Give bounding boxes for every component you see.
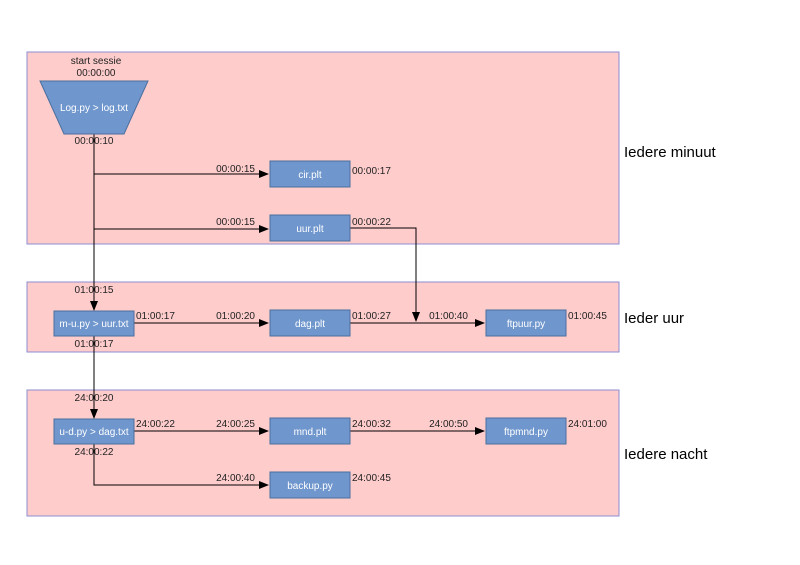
arrow-uur-to-ftpuur (350, 227, 420, 322)
time-dag-in: 01:00:20 (216, 311, 255, 322)
node-ftpmnd (485, 417, 567, 445)
node-log-label: Log.py > log.txt (60, 103, 128, 114)
node-ftpuur (485, 309, 567, 337)
time-ud-in: 24:00:20 (75, 393, 114, 404)
node-backup (269, 471, 351, 499)
node-ud-label: u-d.py > dag.txt (59, 427, 128, 438)
time-log-end: 00:00:10 (75, 136, 114, 147)
node-dag (269, 309, 351, 337)
time-ftpmnd-out: 24:01:00 (568, 419, 607, 430)
lane-label-night: Iedere nacht (624, 446, 708, 463)
time-ud-out-below: 24:00:22 (75, 447, 114, 458)
time-ud-out: 24:00:22 (136, 419, 175, 430)
node-uur (269, 214, 351, 242)
time-mnd-out: 24:00:32 (352, 419, 391, 430)
node-ftpuur-label: ftpuur.py (507, 319, 545, 330)
time-uur-in: 00:00:15 (216, 217, 255, 228)
lane-label-hour: Ieder uur (624, 310, 684, 327)
time-mu-out: 01:00:17 (136, 311, 175, 322)
time-uur-out: 00:00:22 (352, 217, 391, 228)
lane-night (26, 389, 620, 517)
node-mu (53, 310, 135, 337)
time-ftpmnd-in: 24:00:50 (429, 419, 468, 430)
node-mnd (269, 417, 351, 445)
node-mnd-label: mnd.plt (294, 427, 327, 438)
arrow-ud-to-backup (93, 444, 269, 489)
time-dag-out: 01:00:27 (352, 311, 391, 322)
time-cir-out: 00:00:17 (352, 166, 391, 177)
node-cir-label: cir.plt (298, 170, 322, 181)
time-ftpuur-in: 01:00:40 (429, 311, 468, 322)
node-log-trapezoid (39, 80, 149, 135)
time-backup-in: 24:00:40 (216, 473, 255, 484)
node-cir (269, 160, 351, 188)
time-mnd-in: 24:00:25 (216, 419, 255, 430)
lane-label-minute: Iedere minuut (624, 144, 717, 161)
time-mu-out-below: 01:00:17 (75, 339, 114, 350)
time-mu-in: 01:00:15 (75, 285, 114, 296)
time-ftpuur-out: 01:00:45 (568, 311, 607, 322)
time-backup-out: 24:00:45 (352, 473, 391, 484)
node-dag-label: dag.plt (295, 319, 325, 330)
node-backup-label: backup.py (287, 481, 333, 492)
node-uur-label: uur.plt (296, 224, 323, 235)
node-ftpmnd-label: ftpmnd.py (504, 427, 548, 438)
node-mu-label: m-u.py > uur.txt (59, 319, 128, 330)
start-session-label: start sessie (71, 56, 122, 67)
time-start: 00:00:00 (77, 68, 116, 79)
time-cir-in: 00:00:15 (216, 164, 255, 175)
node-ud (53, 418, 135, 445)
